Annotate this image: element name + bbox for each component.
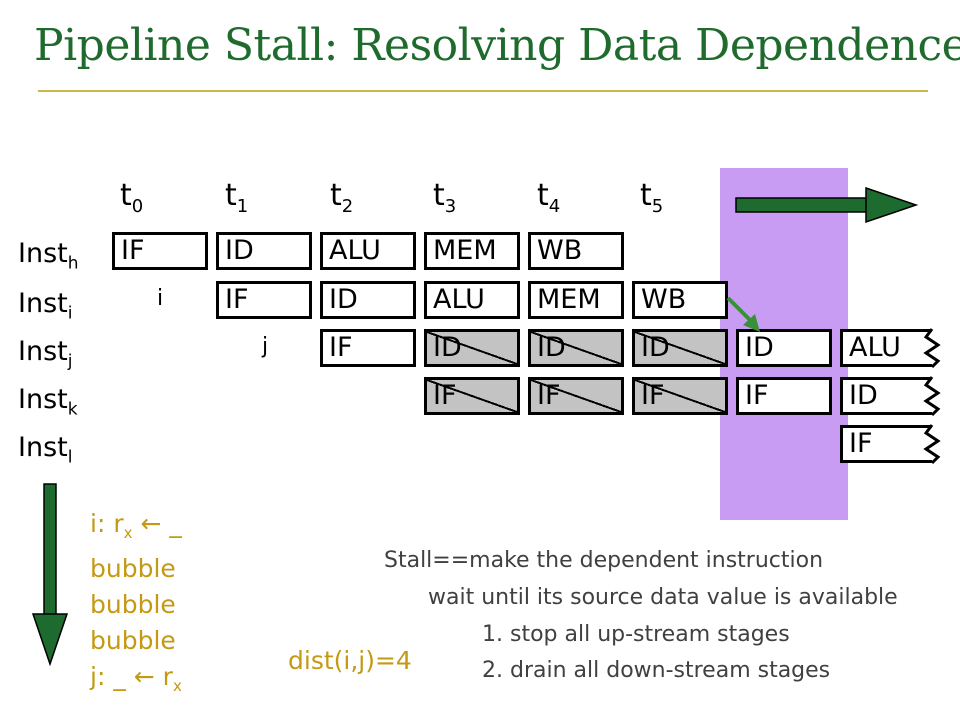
row-label-inst-j: Instj bbox=[18, 336, 73, 372]
note-step-1: 1. stop all up-stream stages bbox=[482, 622, 790, 647]
note-step-2: 2. drain all down-stream stages bbox=[482, 658, 831, 683]
data-forward-arrow bbox=[726, 296, 760, 332]
slide-title: Pipeline Stall: Resolving Data Dependenc… bbox=[34, 20, 960, 71]
stage-i-wb: WB bbox=[632, 281, 728, 319]
row-label-inst-k: Instk bbox=[18, 384, 78, 420]
stage-j-id-stalled-3: ID bbox=[632, 329, 728, 367]
stage-k-if-stalled-3: IF bbox=[632, 377, 728, 415]
stage-h-alu: ALU bbox=[320, 232, 416, 270]
cut-edge-row-l bbox=[923, 424, 941, 465]
stage-i-id: ID bbox=[320, 281, 416, 319]
dependence-distance: dist(i,j)=4 bbox=[288, 646, 412, 675]
row-label-inst-l: Instl bbox=[18, 432, 73, 468]
note-stall-definition: Stall==make the dependent instruction bbox=[384, 548, 824, 573]
note-wait-condition: wait until its source data value is avai… bbox=[428, 585, 898, 610]
stage-i-alu: ALU bbox=[424, 281, 520, 319]
instruction-order-arrow bbox=[31, 483, 69, 667]
row-label-inst-i: Insti bbox=[18, 288, 73, 324]
stage-j-alu: ALU bbox=[840, 329, 932, 367]
sequence-bubble-1: bubble bbox=[90, 554, 176, 583]
stage-h-id: ID bbox=[216, 232, 312, 270]
stage-k-if-stalled-1: IF bbox=[424, 377, 520, 415]
time-label-t2: t2 bbox=[330, 178, 354, 217]
sequence-line-i: i: rx ← _ bbox=[90, 509, 182, 542]
stage-i-if: IF bbox=[216, 281, 312, 319]
row-label-inst-h: Insth bbox=[18, 238, 79, 274]
sequence-line-j: j: _ ← rx bbox=[90, 662, 182, 695]
stage-k-if-stalled-2: IF bbox=[528, 377, 624, 415]
cut-edge-row-k bbox=[923, 376, 941, 417]
stage-h-mem: MEM bbox=[424, 232, 520, 270]
time-label-t1: t1 bbox=[225, 178, 249, 217]
stage-h-if: IF bbox=[112, 232, 208, 270]
time-label-t5: t5 bbox=[640, 178, 664, 217]
stage-h-wb: WB bbox=[528, 232, 624, 270]
time-label-t4: t4 bbox=[537, 178, 561, 217]
stage-k-id: ID bbox=[840, 377, 932, 415]
cut-edge-row-j bbox=[923, 328, 941, 369]
dependency-sequence: i: rx ← _ bubble bubble bubble j: _ ← rx bbox=[90, 506, 182, 704]
stage-k-if: IF bbox=[736, 377, 832, 415]
title-underline bbox=[38, 90, 928, 92]
stage-l-if: IF bbox=[840, 425, 932, 463]
stage-j-id-stalled-2: ID bbox=[528, 329, 624, 367]
time-label-t3: t3 bbox=[433, 178, 457, 217]
sequence-bubble-2: bubble bbox=[90, 590, 176, 619]
stage-j-id: ID bbox=[736, 329, 832, 367]
time-label-t0: t0 bbox=[120, 178, 144, 217]
sequence-bubble-3: bubble bbox=[90, 626, 176, 655]
marker-j: j bbox=[262, 334, 269, 359]
marker-i: i bbox=[157, 286, 164, 311]
stage-j-id-stalled-1: ID bbox=[424, 329, 520, 367]
stage-i-mem: MEM bbox=[528, 281, 624, 319]
time-direction-arrow bbox=[735, 186, 919, 224]
stage-j-if: IF bbox=[320, 329, 416, 367]
